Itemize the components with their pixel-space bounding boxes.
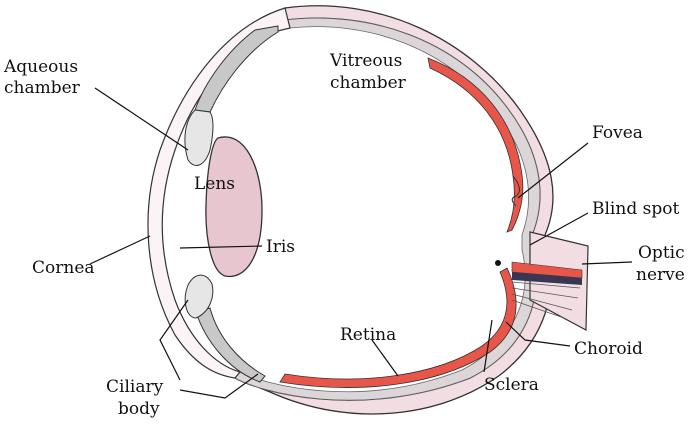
leader-cornea — [89, 235, 151, 265]
label-ciliary-2: body — [118, 399, 160, 419]
label-lens: Lens — [194, 174, 235, 194]
leader-aqueous — [94, 87, 189, 151]
label-retina: Retina — [340, 325, 396, 345]
label-vitreous-1: Vitreous — [329, 51, 402, 71]
label-aqueous-2: chamber — [4, 78, 81, 98]
optic-nerve-dark-band — [512, 272, 582, 285]
label-choroid: Choroid — [574, 339, 643, 359]
leader-optic-nerve — [581, 261, 633, 265]
label-aqueous-1: Aqueous — [3, 57, 78, 77]
leader-iris — [179, 245, 263, 249]
retina-layer — [427, 57, 524, 233]
cornea — [147, 7, 291, 379]
label-optic-2: nerve — [636, 265, 685, 285]
iris-lower — [184, 274, 214, 319]
label-cornea: Cornea — [32, 258, 95, 278]
blind-spot-dot — [495, 260, 501, 266]
iris-upper — [184, 109, 214, 166]
label-iris: Iris — [266, 237, 295, 257]
retina-lower — [279, 267, 517, 388]
leader-fovea — [517, 142, 589, 199]
leader-sclera — [483, 319, 493, 373]
label-sclera: Sclera — [484, 375, 539, 395]
leader-ciliary-2 — [179, 373, 259, 399]
leader-blind-spot — [529, 212, 589, 246]
leader-retina — [371, 339, 399, 377]
optic-nerve-fibers — [511, 281, 581, 319]
label-vitreous-2: chamber — [330, 73, 407, 93]
label-fovea: Fovea — [592, 123, 643, 143]
ciliary-body-lower — [195, 307, 266, 383]
fovea-pit — [511, 175, 521, 207]
label-optic-1: Optic — [638, 243, 685, 263]
leader-choroid — [505, 321, 571, 347]
lens — [205, 136, 263, 278]
leader-ciliary — [159, 299, 189, 381]
label-ciliary-1: Ciliary — [106, 377, 164, 397]
label-blind-spot: Blind spot — [592, 199, 679, 219]
